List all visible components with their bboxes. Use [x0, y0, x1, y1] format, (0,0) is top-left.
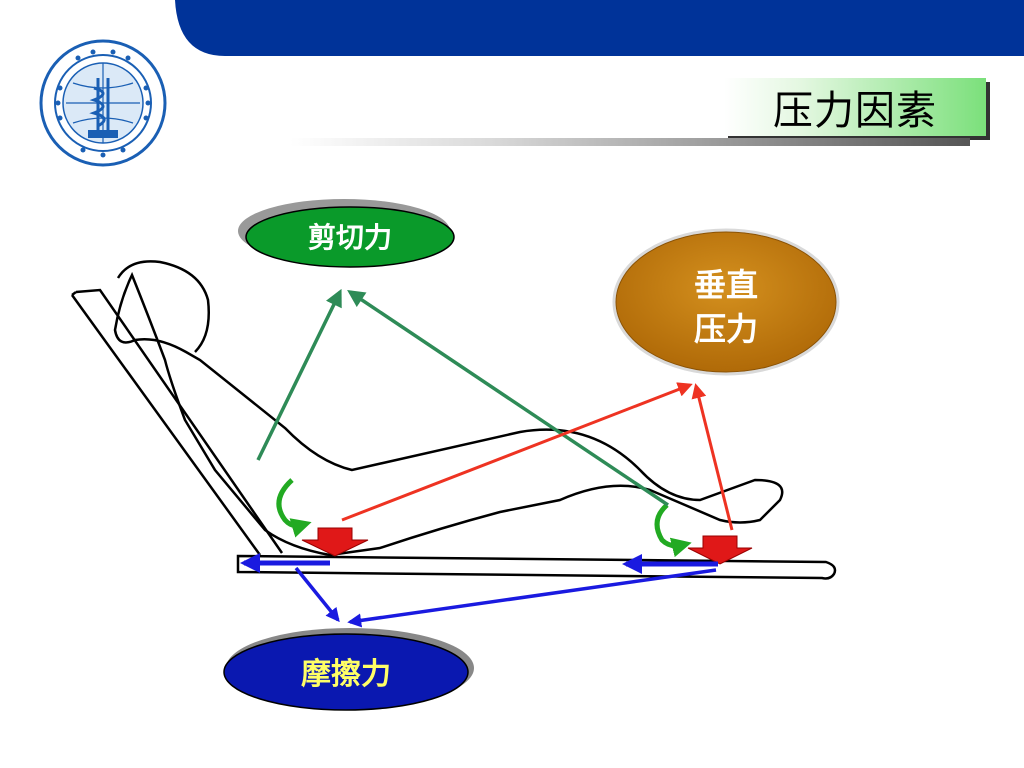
vertical-pressure-arrows: [341, 382, 734, 531]
page-title: 压力因素: [773, 88, 937, 134]
vertical-pressure-label: 垂直 压力: [612, 228, 840, 376]
shear-arrows: [256, 288, 669, 507]
shear-force-text: 剪切力: [308, 221, 392, 254]
bed-backrest: [70, 288, 284, 556]
patient-outline: [113, 271, 784, 557]
friction-force-text: 摩擦力: [301, 657, 391, 692]
vertical-pressure-text-line2: 压力: [694, 310, 758, 348]
friction-force-label: 摩擦力: [223, 628, 474, 711]
pressure-down-arrow-left-icon: [301, 527, 369, 557]
title-underline: [290, 138, 970, 146]
rotation-arrow-left-icon: [276, 478, 312, 538]
rotation-arrow-right-icon: [654, 503, 692, 558]
patient-head: [116, 260, 210, 353]
friction-label-arrows: [294, 566, 717, 628]
college-logo-seal: [39, 39, 167, 167]
title-box: 压力因素: [724, 78, 986, 136]
shear-force-label: 剪切力: [238, 199, 455, 268]
vertical-pressure-text-line1: 垂直: [694, 266, 758, 304]
header-band: [175, 0, 1024, 56]
friction-arrows: [240, 553, 718, 574]
pressure-down-arrow-right-icon: [687, 535, 753, 565]
bed-surface: [236, 554, 837, 580]
